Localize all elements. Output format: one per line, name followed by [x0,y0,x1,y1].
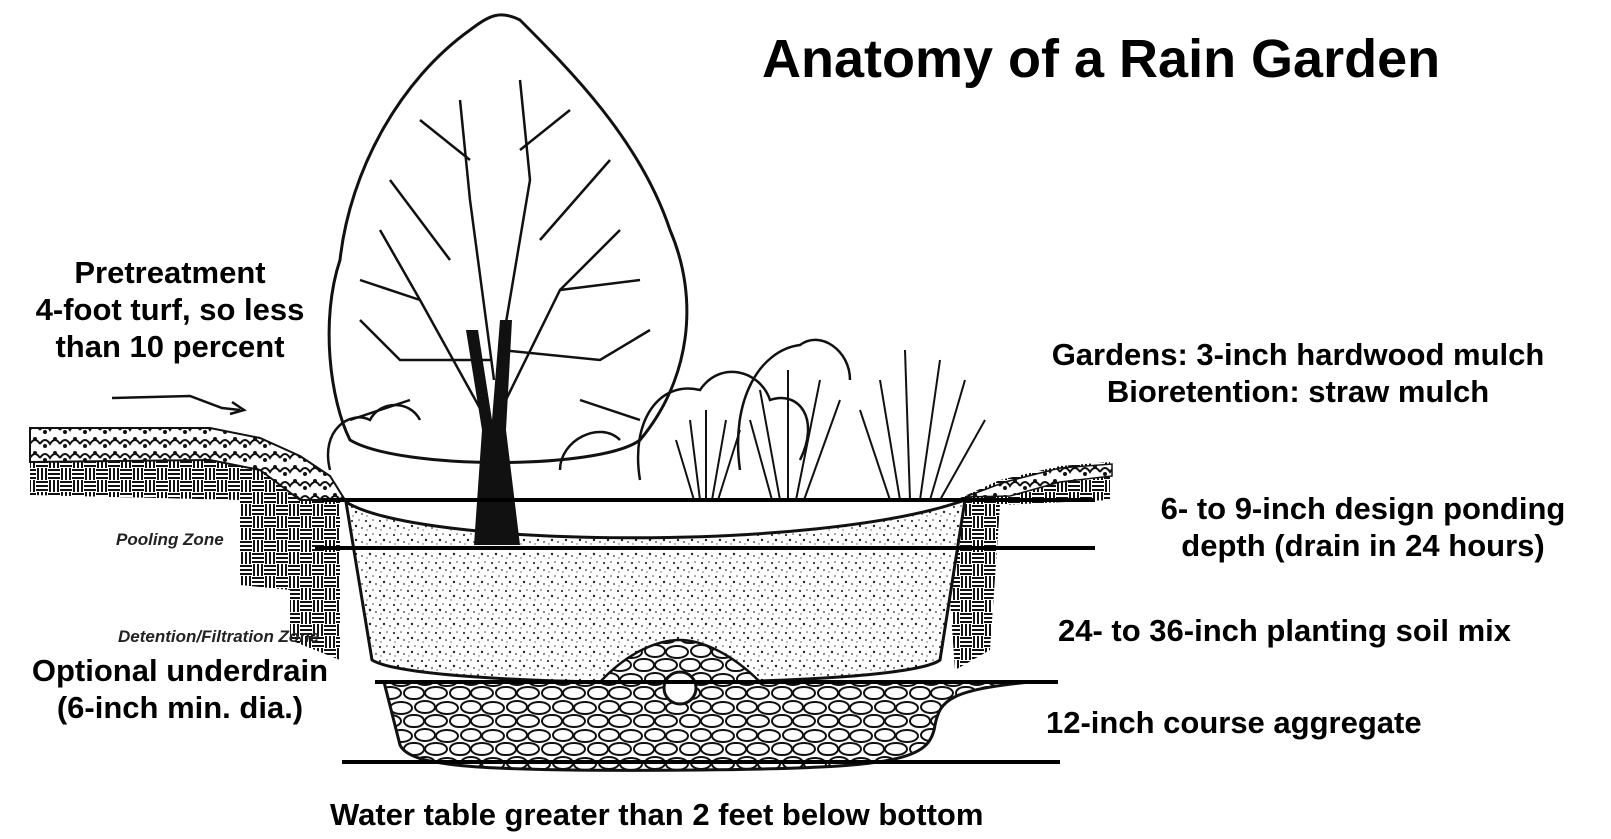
ponding-label: 6- to 9-inch design ponding depth (drain… [1118,490,1608,564]
underdrain-label: Optional underdrain (6-inch min. dia.) [0,652,360,726]
detention-zone-label: Detention/Filtration Zone [118,627,319,647]
page-title: Anatomy of a Rain Garden [762,28,1440,90]
pretreatment-label: Pretreatment 4-foot turf, so less than 1… [0,254,340,366]
pretreatment-line-3: than 10 percent [0,328,340,365]
underdrain-line-1: Optional underdrain [0,652,360,689]
water-table-label: Water table greater than 2 feet below bo… [330,796,983,833]
underdrain-line-2: (6-inch min. dia.) [0,689,360,726]
mulch-line-1: Gardens: 3-inch hardwood mulch [998,336,1598,373]
pretreatment-line-2: 4-foot turf, so less [0,291,340,328]
mulch-label: Gardens: 3-inch hardwood mulch Bioretent… [998,336,1598,410]
soil-label: 24- to 36-inch planting soil mix [1058,612,1511,649]
mulch-line-2: Bioretention: straw mulch [998,373,1598,410]
ponding-line-1: 6- to 9-inch design ponding [1118,490,1608,527]
flow-arrow-icon [112,396,240,410]
ponding-line-2: depth (drain in 24 hours) [1118,527,1608,564]
pooling-zone-label: Pooling Zone [116,530,224,550]
underdrain-pipe-icon [664,672,696,704]
tree-icon [329,15,687,545]
pretreatment-line-1: Pretreatment [0,254,340,291]
aggregate-layer [384,682,1030,770]
aggregate-label: 12-inch course aggregate [1046,704,1422,741]
